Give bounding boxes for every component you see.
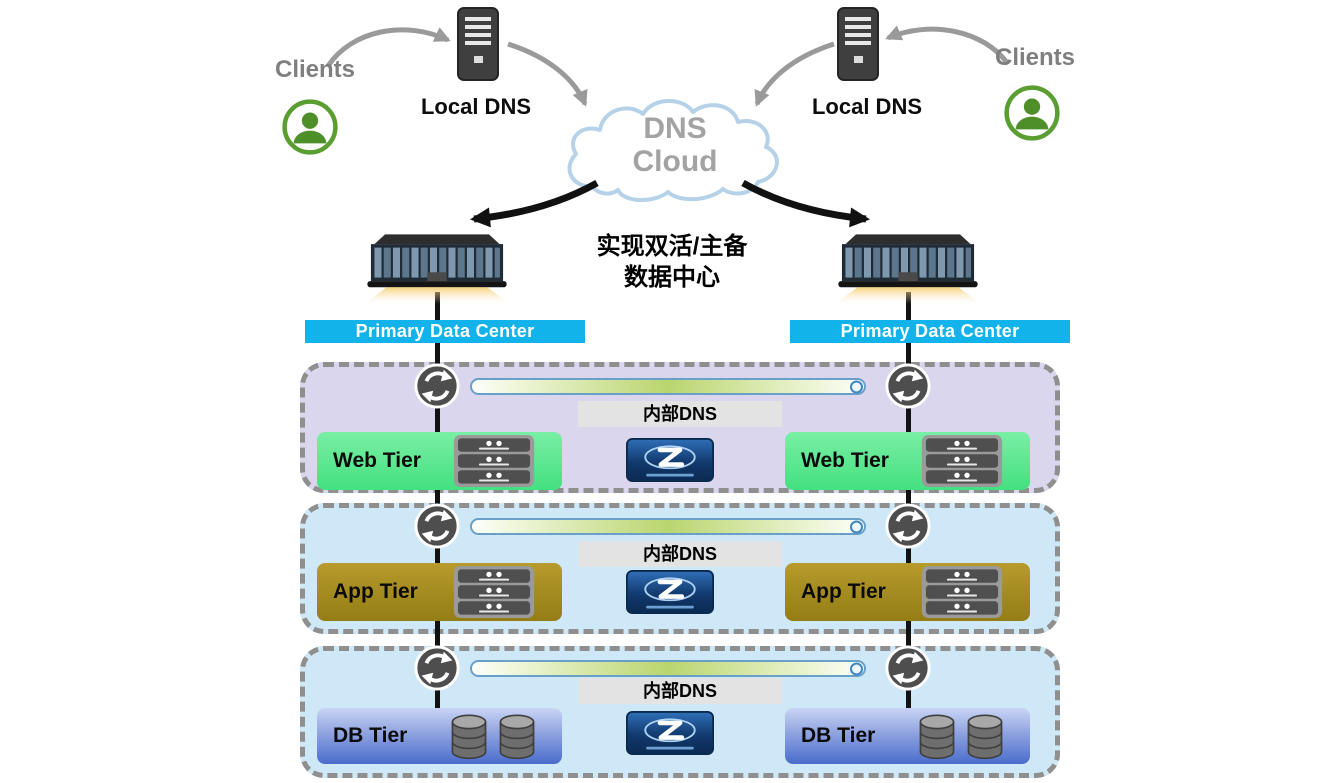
primary-datacenter-banner-left: Primary Data Center [305,320,585,343]
tier-label: DB Tier [333,724,408,747]
app-tier-box-right: App Tier [785,563,1030,621]
dns-cloud-title-line2: Cloud [632,145,718,178]
sync-replication-icon [414,503,460,549]
clients-label-right: Clients [994,44,1075,71]
datacenter-building-right [833,230,983,304]
database-cylinder-icon [964,712,1006,760]
local-dns-label-right: Local DNS [811,94,923,119]
zdns-appliance-icon [626,711,714,755]
bar-end-cap [850,662,863,675]
local-dns-server-icon-left [456,6,500,82]
tier-label: App Tier [801,580,886,603]
bar-end-cap [850,520,863,533]
database-cylinders-icon [448,712,538,760]
local-dns-server-icon-right [836,6,880,82]
replication-link-bar [470,660,866,677]
arrow-cloud-to-datacenter-right [741,179,870,228]
client-user-icon-left [281,98,339,156]
datacenter-building-left [362,230,512,304]
client-user-icon-right [1003,84,1061,142]
primary-datacenter-banner-right: Primary Data Center [790,320,1070,343]
caption-line2: 数据中心 [624,264,720,291]
clients-label-left: Clients [274,56,355,83]
tier-label: DB Tier [801,724,876,747]
sync-replication-icon [414,645,460,691]
tier-label: Web Tier [801,449,889,472]
server-rack-icon [450,566,538,618]
database-cylinder-icon [496,712,538,760]
web-tier-box-right: Web Tier [785,432,1030,490]
db-tier-box-left: DB Tier [317,708,562,764]
sync-replication-icon [885,645,931,691]
caption-line1: 实现双活/主备 [596,233,748,260]
tier-label: Web Tier [333,449,421,472]
replication-link-bar [470,518,866,535]
web-tier-box-left: Web Tier [317,432,562,490]
app-tier-box-left: App Tier [317,563,562,621]
arrow-localdns-to-cloud-left [507,41,588,107]
replication-link-bar [470,378,866,395]
arrow-client-to-localdns-right [885,25,1011,66]
internal-dns-label: 内部DNS [578,541,782,567]
server-rack-icon [918,566,1006,618]
database-cylinder-icon [916,712,958,760]
database-cylinder-icon [448,712,490,760]
internal-dns-label: 内部DNS [578,678,782,704]
sync-replication-icon [885,363,931,409]
zdns-appliance-icon [626,570,714,614]
database-cylinders-icon [916,712,1006,760]
dns-cloud-title-line1: DNS [643,112,707,145]
arrow-client-to-localdns-left [325,27,451,68]
tier-label: App Tier [333,580,418,603]
sync-replication-icon [414,363,460,409]
zdns-appliance-icon [626,438,714,482]
bar-end-cap [850,380,863,393]
internal-dns-label: 内部DNS [578,401,782,427]
arrow-localdns-to-cloud-right [754,41,835,107]
server-rack-icon [918,435,1006,487]
server-rack-icon [450,435,538,487]
db-tier-box-right: DB Tier [785,708,1030,764]
local-dns-label-left: Local DNS [420,94,532,119]
top-connections-layer [325,25,1011,228]
arrow-cloud-to-datacenter-left [470,179,599,228]
sync-replication-icon [885,503,931,549]
dns-cloud-shape [567,99,779,202]
